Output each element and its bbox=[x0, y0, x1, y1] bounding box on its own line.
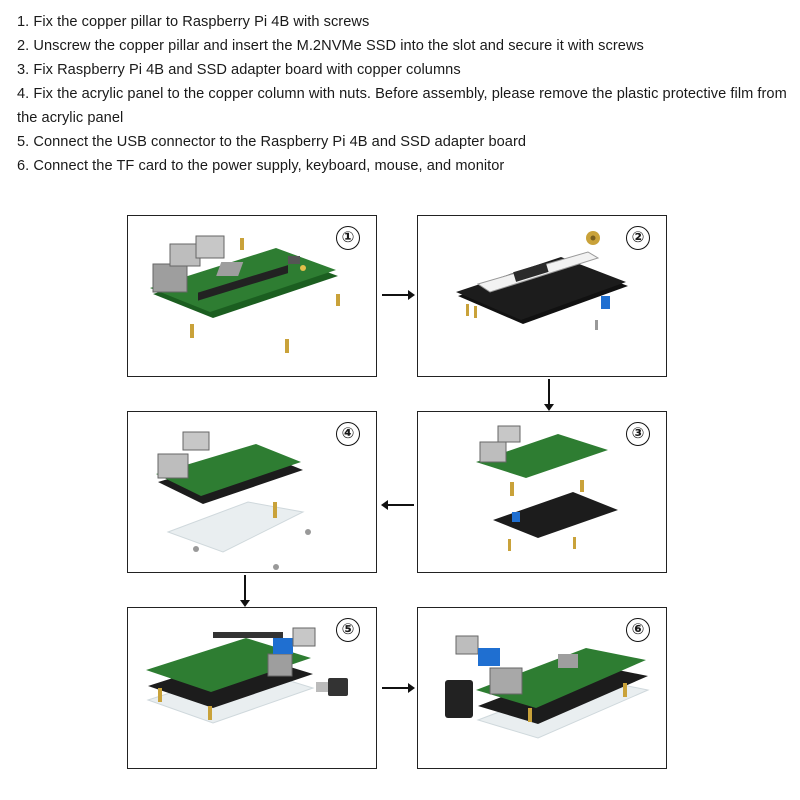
step-6-panel: ⑥ bbox=[417, 607, 667, 769]
step-number-badge: ③ bbox=[626, 422, 650, 446]
arrow-down-icon bbox=[544, 379, 554, 411]
finished-assembly-illustration bbox=[445, 635, 650, 739]
arrow-left-icon bbox=[381, 500, 414, 510]
instruction-step-2: 2. Unscrew the copper pillar and insert … bbox=[17, 38, 644, 54]
step-4-panel: ④ bbox=[127, 411, 377, 573]
step-number-badge: ⑤ bbox=[336, 618, 360, 642]
step-5-panel: ⑤ bbox=[127, 607, 377, 769]
instruction-step-6: 6. Connect the TF card to the power supp… bbox=[17, 158, 505, 174]
arrow-right-icon bbox=[382, 683, 415, 693]
pi-above-adapter-illustration bbox=[476, 425, 618, 551]
instruction-step-5: 5. Connect the USB connector to the Rasp… bbox=[17, 134, 527, 150]
step-number-badge: ② bbox=[626, 226, 650, 250]
step-2-panel: ② bbox=[417, 215, 667, 377]
step-number-badge: ⑥ bbox=[626, 618, 650, 642]
arrow-right-icon bbox=[382, 290, 415, 300]
arrow-down-icon bbox=[240, 575, 250, 607]
instruction-step-1: 1. Fix the copper pillar to Raspberry Pi… bbox=[17, 14, 370, 30]
step-1-panel: ① bbox=[127, 215, 377, 377]
instruction-step-3: 3. Fix Raspberry Pi 4B and SSD adapter b… bbox=[17, 62, 461, 78]
stack-above-acrylic-illustration bbox=[156, 431, 311, 570]
step-number-badge: ④ bbox=[336, 422, 360, 446]
raspberry-pi-4b-illustration bbox=[150, 235, 340, 353]
assembled-stack-illustration bbox=[146, 627, 348, 724]
instruction-step-4: 4. Fix the acrylic panel to the copper c… bbox=[17, 86, 787, 126]
step-number-badge: ① bbox=[336, 226, 360, 250]
instruction-list: 1. Fix the copper pillar to Raspberry Pi… bbox=[17, 10, 789, 178]
step-3-panel: ③ bbox=[417, 411, 667, 573]
ssd-adapter-board-illustration bbox=[456, 231, 628, 330]
